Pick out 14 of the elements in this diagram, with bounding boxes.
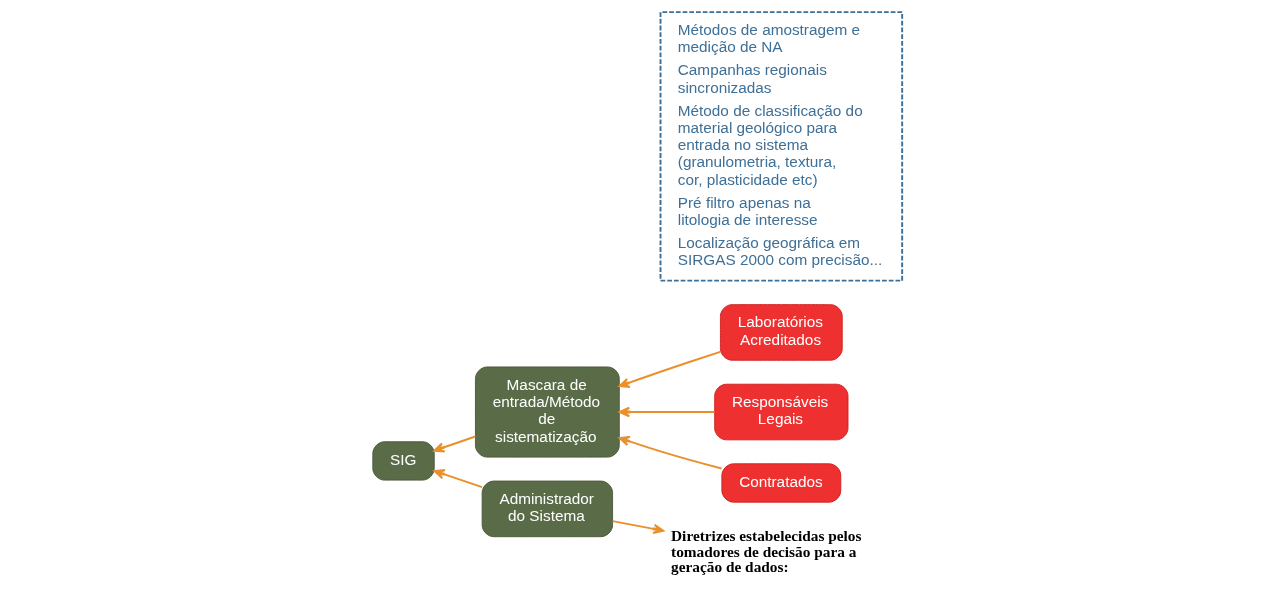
arrow bbox=[433, 469, 483, 489]
node-text: Diretrizes estabelecidas pelos tomadores de decisão para a geração de dados: bbox=[670, 527, 861, 575]
arrow bbox=[618, 406, 715, 418]
node-box: Responsáveis Legais bbox=[713, 383, 848, 441]
node-box: Mascara de entrada/Método de sistematização bbox=[474, 366, 620, 458]
node-box: SIG bbox=[371, 441, 435, 481]
node-box: Contratados bbox=[720, 463, 841, 503]
node-box: Laboratórios Acreditados bbox=[719, 304, 843, 361]
arrow bbox=[432, 435, 476, 453]
arrow bbox=[611, 520, 664, 535]
arrow bbox=[617, 350, 721, 388]
node-box: Métodos de amostragem e medição de NA Campanhas regionais sincronizadas Método de classificação do material geológico para entrada no sistema (granulometria, textura, cor, plasticidade etc) Pré filtro apenas na litologia de interesse Localização geográfica em SIRGAS 2000 com precisão... bbox=[659, 11, 903, 282]
arrow bbox=[618, 436, 723, 470]
node-box: Administrador do Sistema bbox=[481, 480, 613, 538]
